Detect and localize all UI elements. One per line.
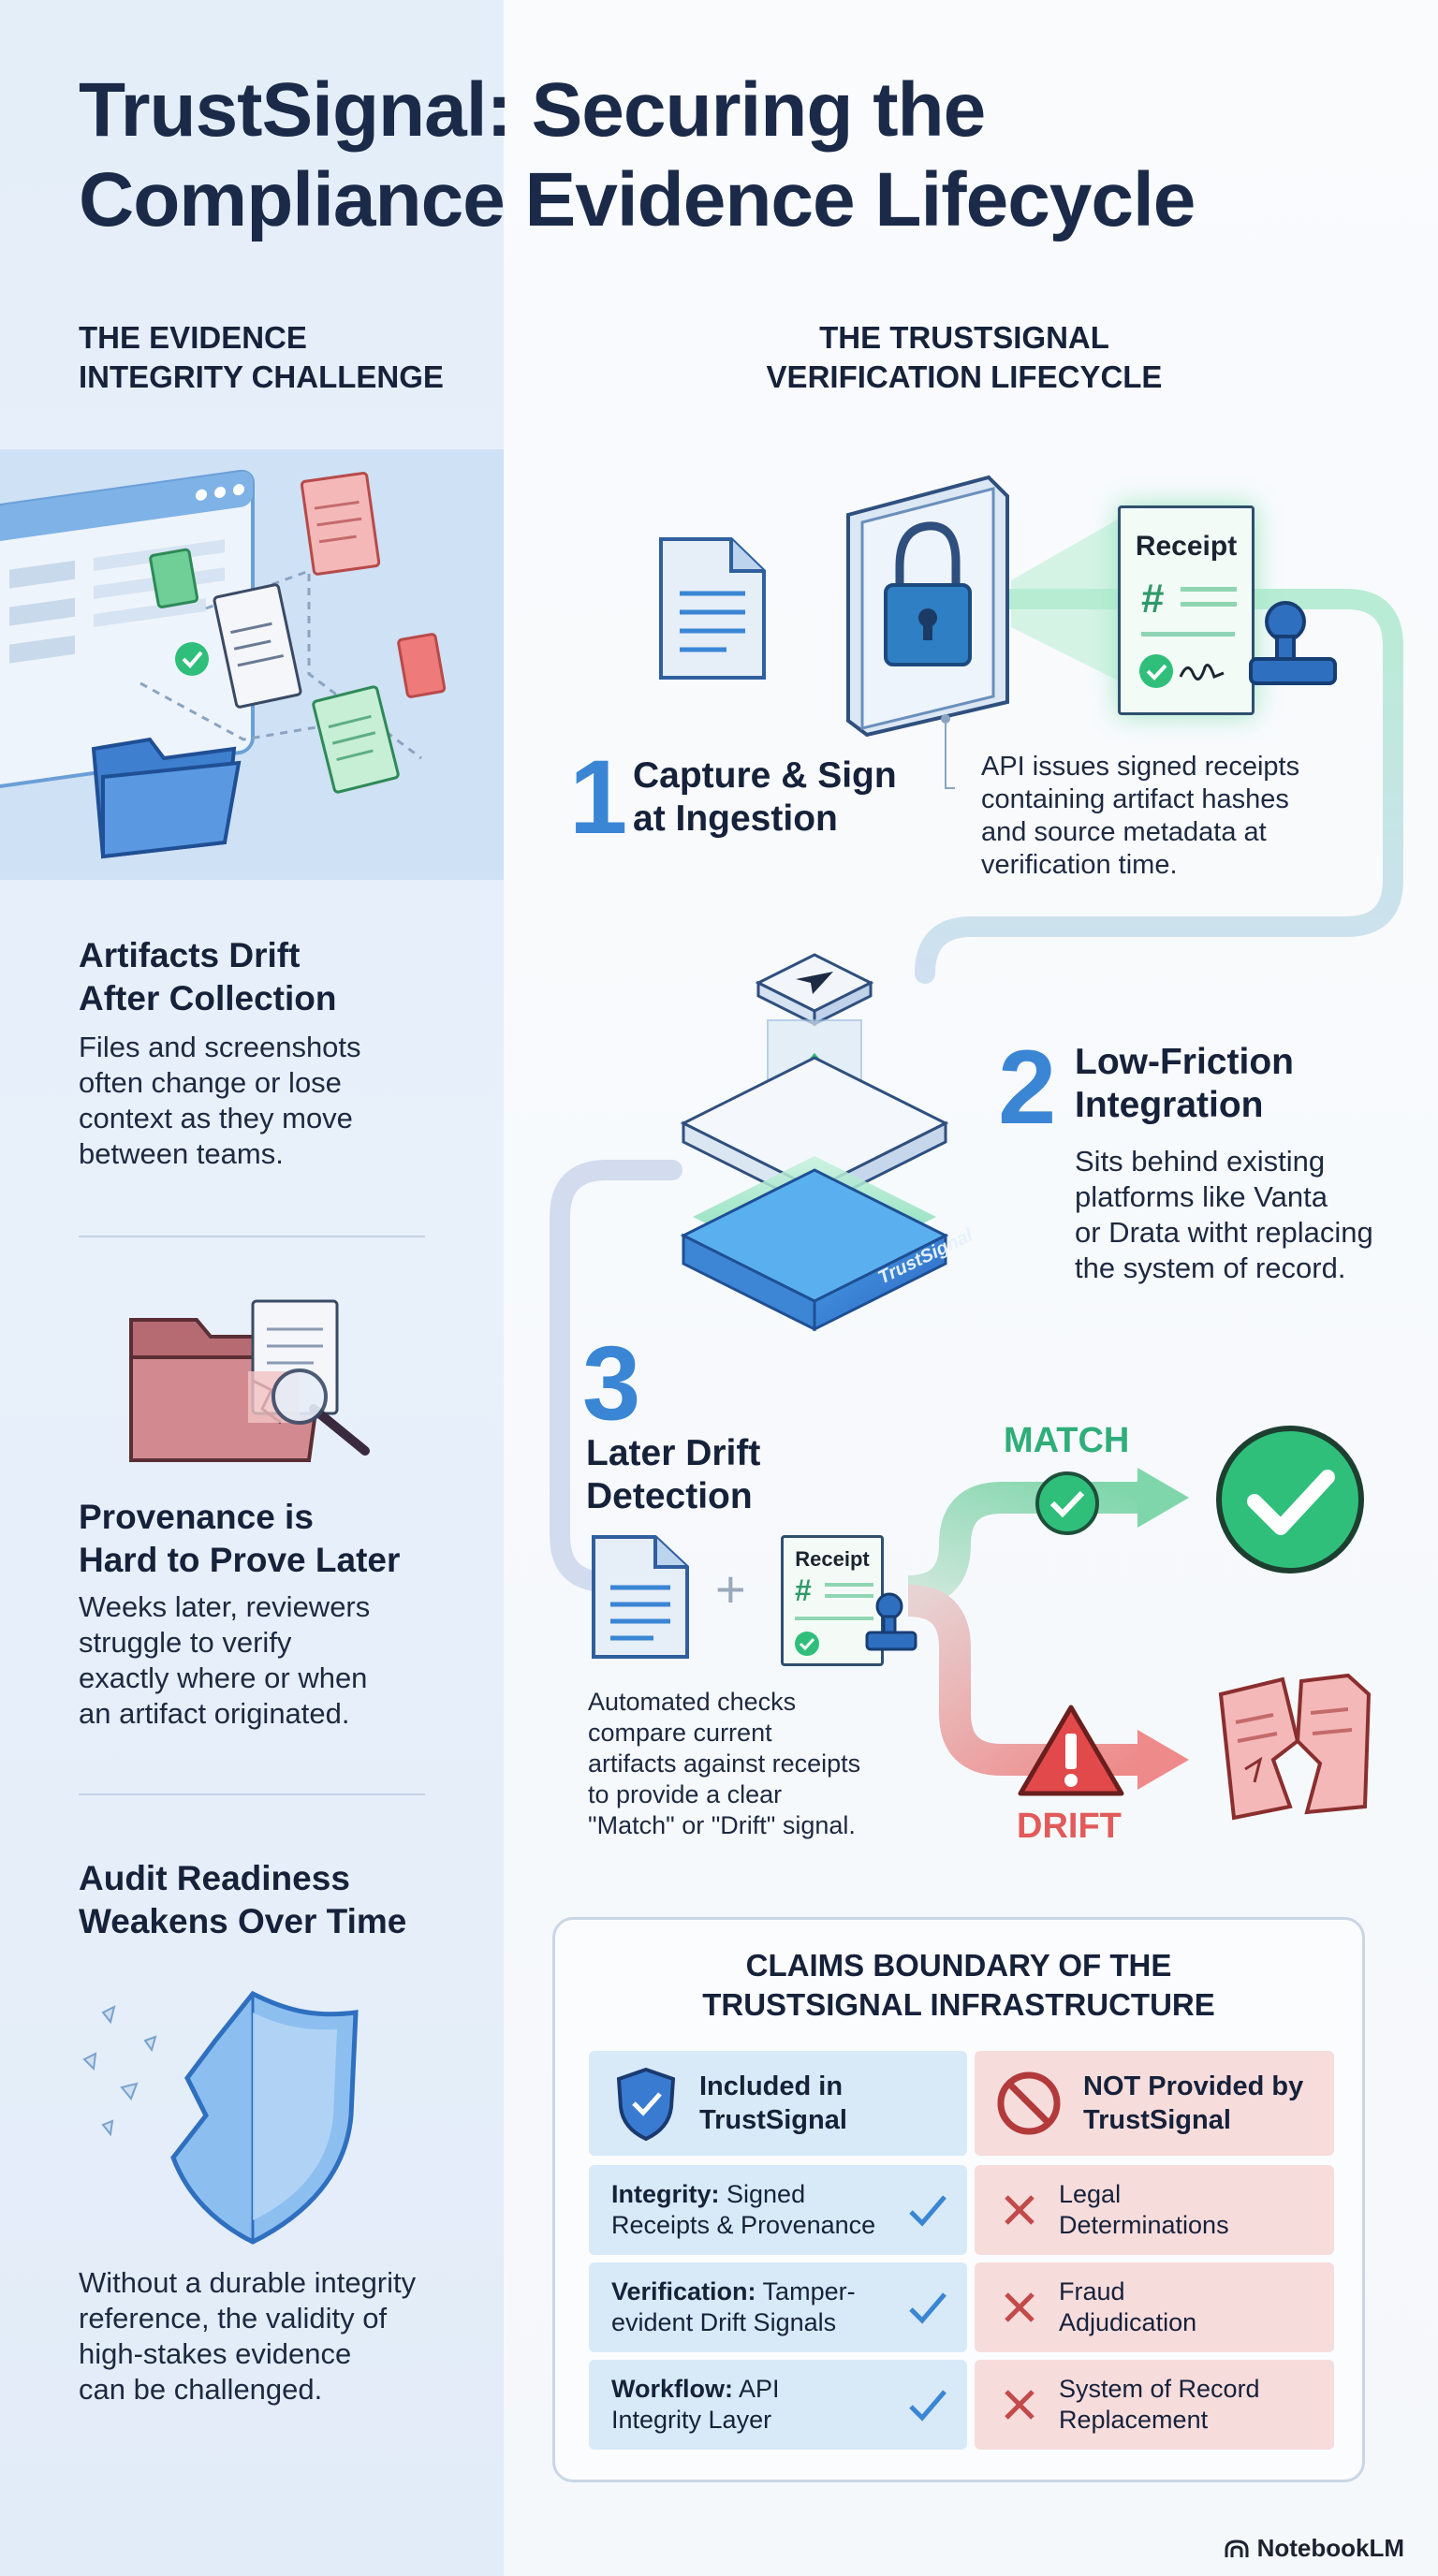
trustsignal-platform-icon: TrustSignal [680,953,974,1332]
step-1-description: API issues signed receipts containing ar… [981,752,1300,880]
step-2-description: Sits behind existing platforms like Vant… [1075,1145,1373,1284]
hash-icon: # [1141,576,1165,622]
stamp-icon [1249,601,1337,685]
plus-icon: + [715,1559,746,1618]
hash-icon: # [795,1573,812,1607]
match-check-icon [1035,1471,1099,1535]
claims-boundary-panel: CLAIMS BOUNDARY OF THE TRUSTSIGNAL INFRA… [552,1917,1365,2482]
not-provided-row: Fraud Adjudication [975,2262,1334,2352]
lifecycle-flow-path [550,589,1403,1592]
challenge-2-title: Provenance is Hard to Prove Later [79,1498,401,1579]
cracked-shield-icon [82,1990,359,2245]
step-3-description: Automated checks compare current artifac… [588,1688,861,1839]
challenge-3-title: Audit Readiness Weakens Over Time [79,1859,407,1940]
x-icon [1005,2390,1034,2420]
challenge-2-body: Weeks later, reviewers struggle to verif… [79,1590,371,1730]
x-icon [1005,2195,1034,2225]
challenge-3-body: Without a durable integrity reference, t… [79,2266,417,2406]
callout-leader [941,714,955,789]
stamp-icon [865,1592,917,1651]
match-label: MATCH [1004,1421,1130,1460]
warning-icon [1018,1705,1124,1796]
match-drift-branches [907,1468,1189,1790]
signature-icon [1179,664,1225,681]
folder-magnifier-illustration [129,1299,370,1462]
included-row: Verification: Tamper- evident Drift Sign… [589,2262,967,2352]
step-3-title: Later Drift Detection [586,1433,761,1516]
challenge-1-title: Artifacts Drift After Collection [79,936,337,1017]
verified-check-icon [1216,1426,1364,1573]
claims-title: CLAIMS BOUNDARY OF THE TRUSTSIGNAL INFRA… [702,1948,1215,2022]
checkmark-icon [909,2195,946,2227]
check-icon [795,1632,819,1656]
lock-icon [846,475,1009,738]
document-icon [659,537,766,680]
x-icon [1005,2292,1034,2322]
checkmark-icon [909,2390,946,2422]
notebooklm-brand: NotebookLM [1224,2534,1404,2563]
current-artifact-icon [592,1535,689,1659]
right-column-heading: THE TRUSTSIGNAL VERIFICATION LIFECYCLE [766,320,1163,394]
notebooklm-logo-icon [1225,2539,1249,2557]
step-2-title: Low-Friction Integration [1075,1042,1294,1125]
check-icon [1139,654,1173,688]
step-3-number: 3 [582,1325,641,1442]
drift-label: DRIFT [1017,1807,1122,1846]
left-column-heading: THE EVIDENCE INTEGRITY CHALLENGE [79,320,444,394]
shield-check-icon [616,2067,676,2141]
step-1-title: Capture & Sign at Ingestion [633,755,897,839]
step-1-number: 1 [569,739,628,856]
torn-document-icon [1218,1673,1372,1821]
receipt-card: Receipt # [1118,505,1255,715]
not-provided-row: Legal Determinations [975,2165,1334,2255]
challenge-1-body: Files and screenshots often change or lo… [79,1031,361,1170]
not-provided-row: System of Record Replacement [975,2360,1334,2450]
not-provided-header: NOT Provided by TrustSignal [975,2051,1334,2156]
signing-beam [1011,505,1142,693]
page-title: TrustSignal: Securing the Compliance Evi… [79,67,1196,242]
checkmark-icon [909,2292,946,2324]
included-row: Integrity: Signed Receipts & Provenance [589,2165,967,2255]
included-header: Included in TrustSignal [589,2051,967,2156]
included-row: Workflow: API Integrity Layer [589,2360,967,2450]
scattered-documents-illustration [0,449,504,880]
divider [79,1793,425,1795]
step-2-number: 2 [998,1029,1057,1146]
prohibited-icon [997,2071,1061,2135]
divider [79,1236,425,1237]
